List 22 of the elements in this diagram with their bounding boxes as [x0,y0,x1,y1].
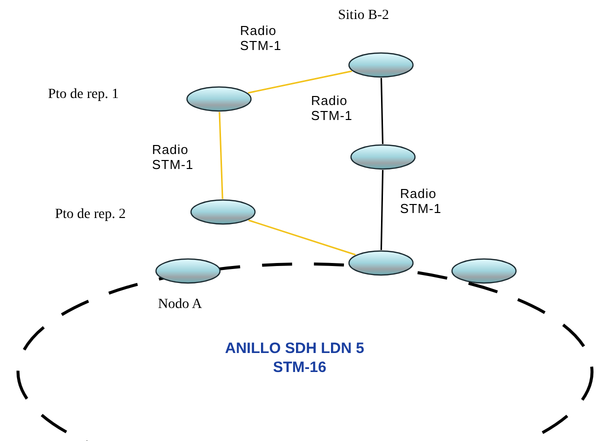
link-line [218,112,224,200]
edge-label: Radio STM-1 [311,93,354,123]
network-node-ellipse [350,144,416,170]
ring-label: ANILLO SDH LDN 5 [225,340,364,357]
link-line [380,170,384,250]
node-label: Sitio B-2 [338,8,389,24]
link-line [248,70,352,94]
edge-label: Radio STM-1 [152,142,194,172]
site-label: Nodo A [158,297,202,313]
edge-label: Radio STM-1 [400,186,442,216]
link-line [248,220,356,256]
site-label: Pto de rep. 1 [48,87,119,103]
edge-label: Radio STM-1 [240,23,282,53]
network-node-ellipse [190,199,256,225]
network-node-ellipse [348,52,414,78]
link-line [380,78,384,144]
network-node-ellipse [186,86,252,112]
ring-label: STM-16 [273,359,326,376]
network-node-ellipse [155,258,221,284]
site-label: Pto de rep. 2 [55,207,126,223]
network-node-ellipse [348,250,414,276]
network-node-ellipse [451,258,517,284]
